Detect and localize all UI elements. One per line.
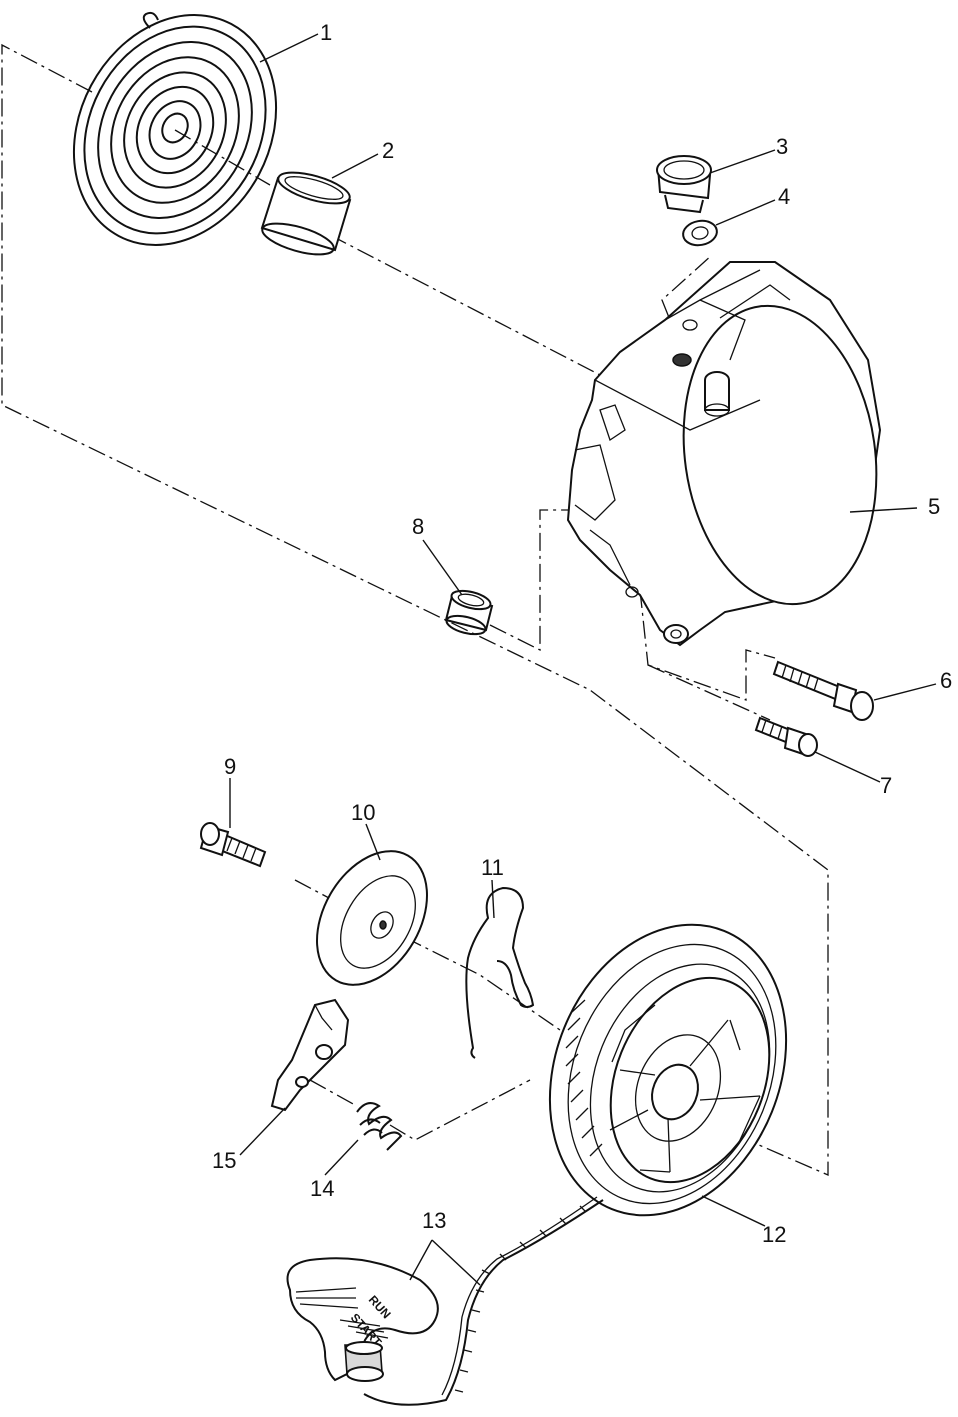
callout-8: 8 [412, 514, 424, 539]
callout-2: 2 [382, 138, 394, 163]
callout-10: 10 [351, 800, 375, 825]
starter-rope [363, 1196, 604, 1406]
starter-handle: START RUN [286, 1257, 439, 1382]
callout-14: 14 [310, 1176, 334, 1201]
starter-housing [566, 261, 882, 647]
callout-11: 11 [481, 855, 504, 880]
plug [656, 155, 712, 214]
callout-12: 12 [762, 1222, 786, 1247]
callout-numbers: 1 2 3 4 5 6 7 8 9 10 11 12 13 14 15 [212, 20, 952, 1247]
torsion-spring [356, 1102, 403, 1151]
ratchet-pawl [270, 998, 350, 1112]
bushing [260, 171, 352, 256]
callout-3: 3 [776, 134, 788, 159]
washer [682, 219, 718, 247]
friction-plate [316, 850, 428, 986]
bolt-short [754, 716, 818, 757]
callout-13: 13 [422, 1208, 446, 1233]
return-spring-wire [465, 886, 535, 1059]
callout-5: 5 [928, 494, 940, 519]
bolt-long [772, 660, 874, 721]
pulley-reel [548, 923, 788, 1217]
rewind-spring [72, 11, 278, 246]
callout-15: 15 [212, 1148, 236, 1173]
collar [444, 589, 494, 636]
callout-6: 6 [940, 668, 952, 693]
screw [199, 822, 267, 868]
callout-9: 9 [224, 754, 236, 779]
leader-lines [229, 33, 937, 1286]
callout-1: 1 [320, 20, 332, 45]
callout-7: 7 [880, 773, 892, 798]
callout-4: 4 [778, 184, 790, 209]
